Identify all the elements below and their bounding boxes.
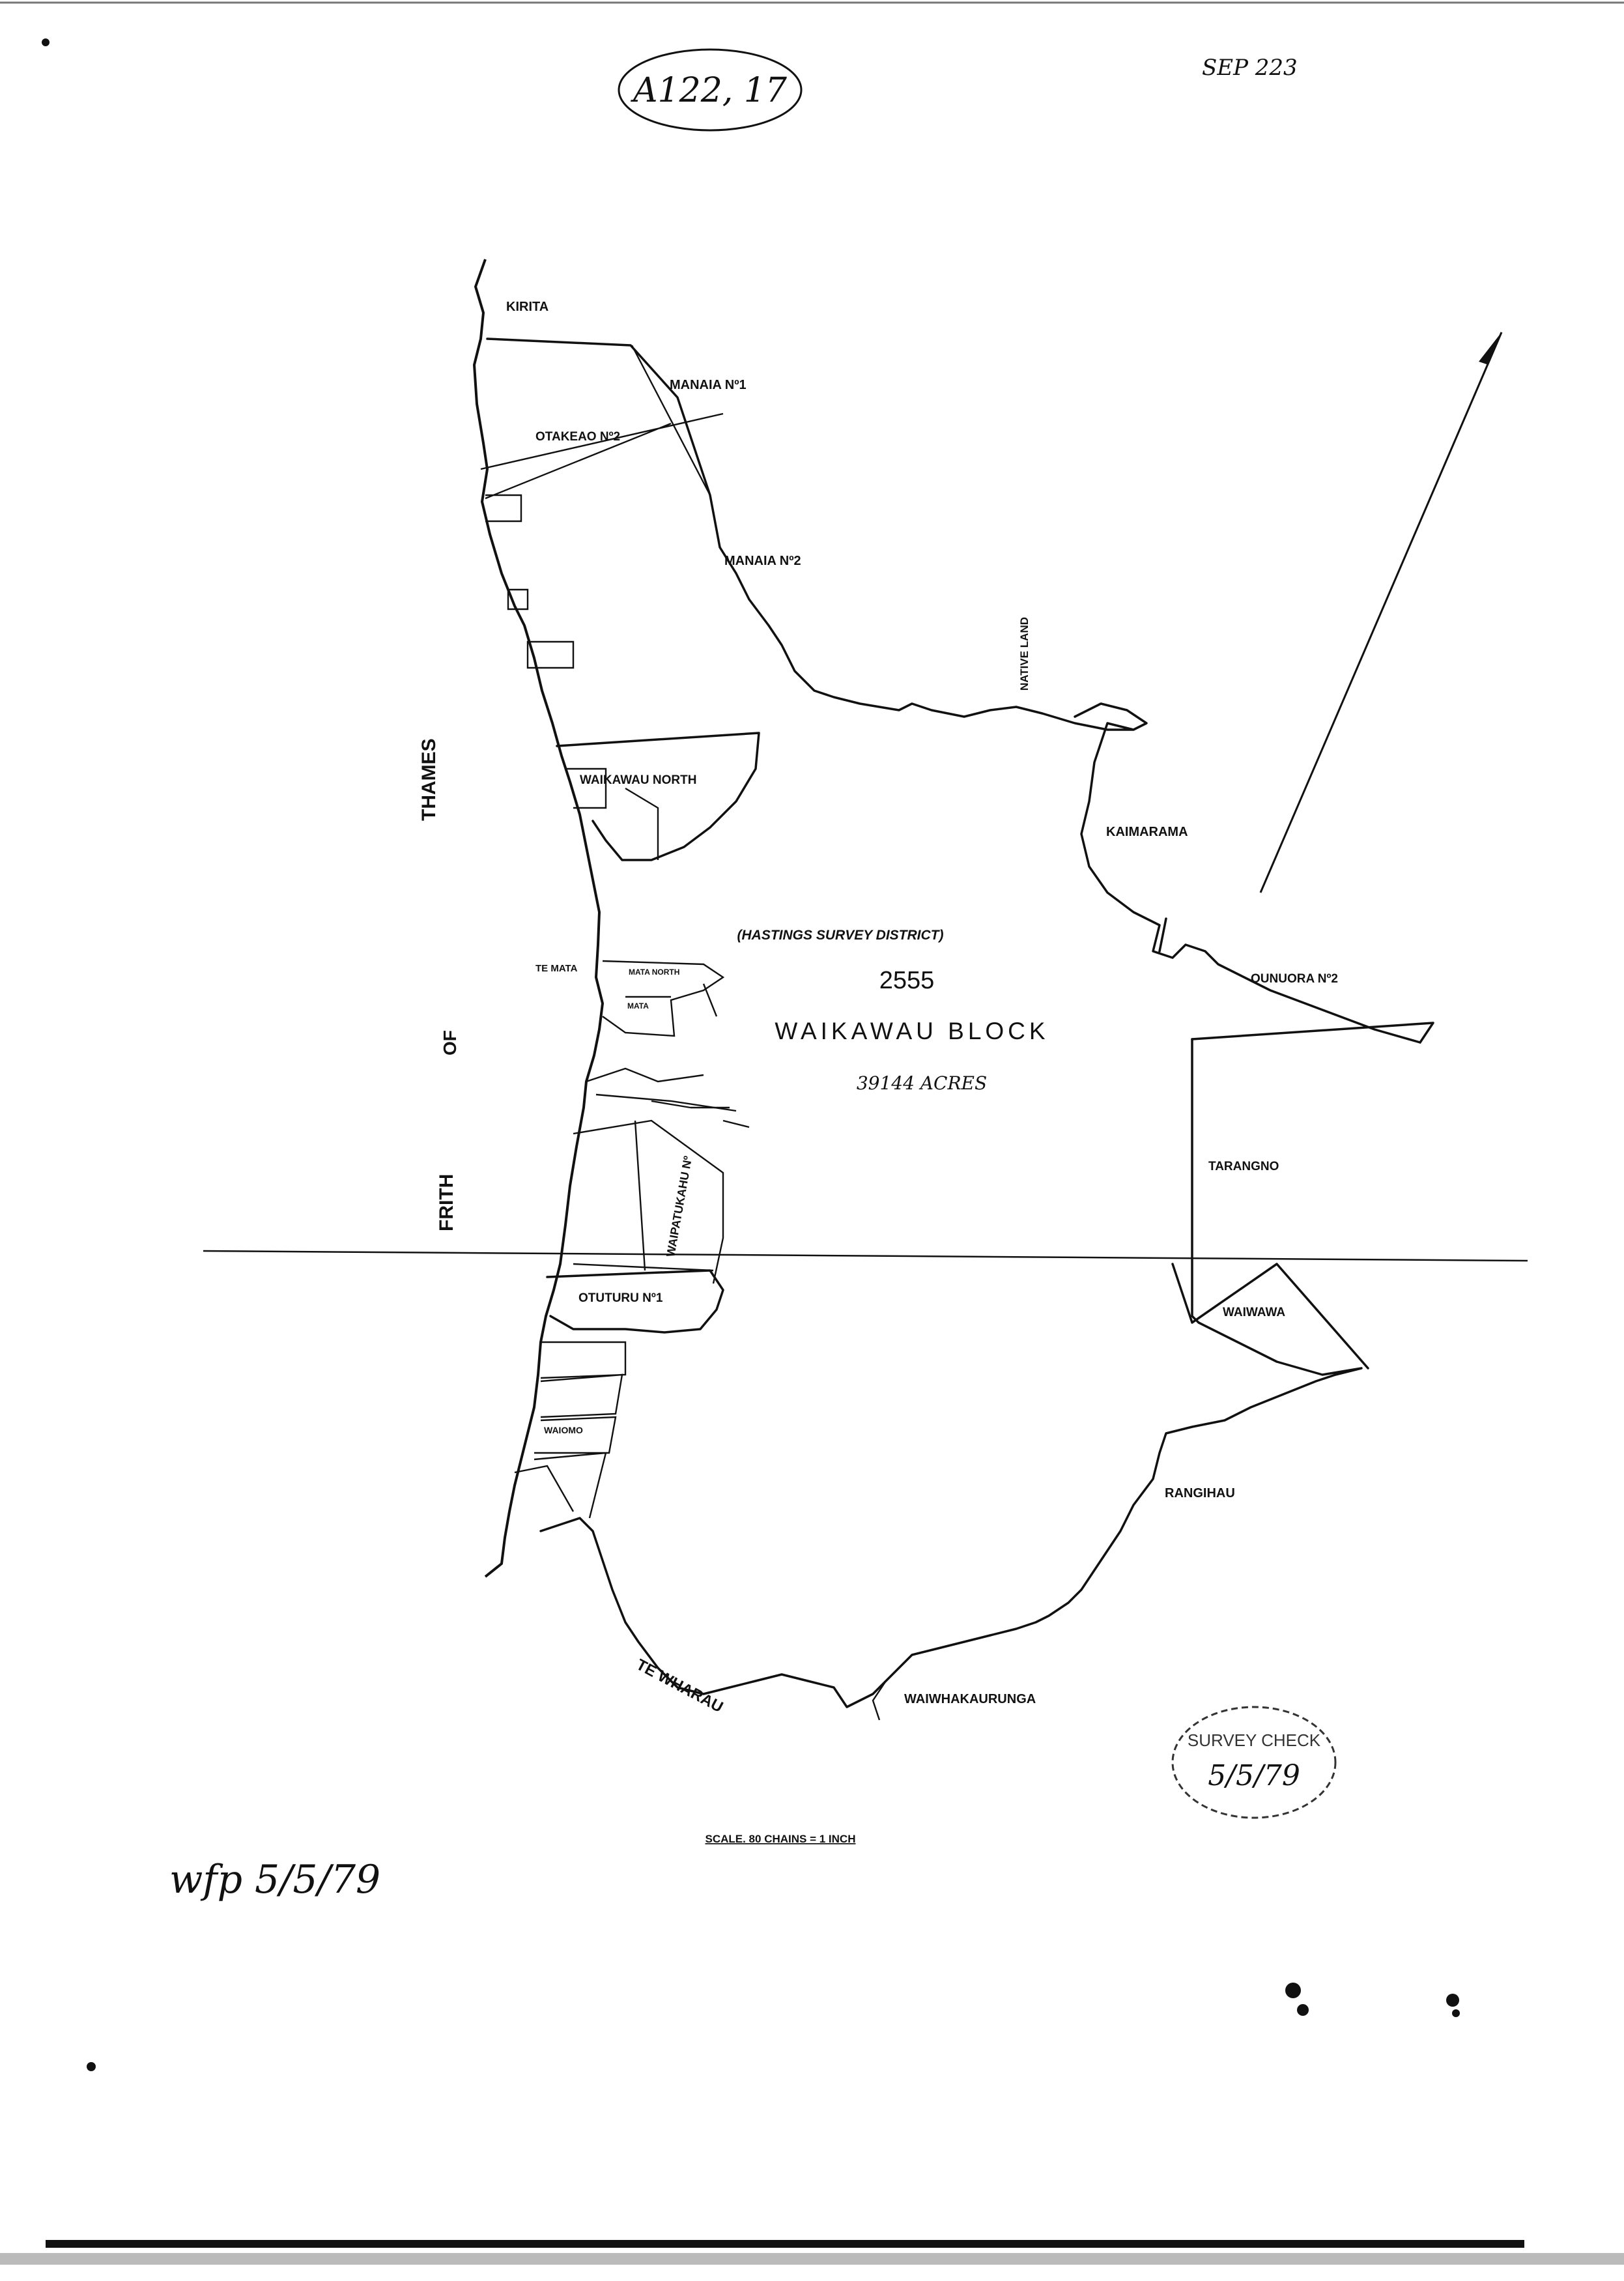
otakeao-lines <box>480 345 724 523</box>
label-te-mata: TE MATA <box>535 963 578 974</box>
block-name: WAIKAWAU BLOCK <box>775 1018 1049 1044</box>
label-waiwawa: WAIWAWA <box>1223 1306 1285 1319</box>
label-manaia-1: MANAIA Nº1 <box>670 378 747 392</box>
block-boundary <box>486 337 1421 1708</box>
survey-check-stamp: SURVEY CHECK 5/5/79 <box>1171 1706 1337 1819</box>
ounuora-boundary <box>1158 917 1434 1044</box>
district-label: (HASTINGS SURVEY DISTRICT) <box>737 928 944 943</box>
stamp-code: SEP 223 <box>1202 55 1298 81</box>
label-ounuora-2: OUNUORA Nº2 <box>1251 972 1338 986</box>
label-otakeao-2: OTAKEAO Nº2 <box>535 430 620 444</box>
stamp-date: 5/5/79 <box>1208 1759 1300 1792</box>
label-te-wharau: TE WHARAU <box>633 1656 726 1716</box>
sea-word-thames: THAMES <box>418 738 440 821</box>
label-native-land: NATIVE LAND <box>1018 617 1031 691</box>
scan-noise-strip <box>0 2253 1624 2265</box>
waikawau-small-lot <box>567 768 607 809</box>
label-waiomo: WAIOMO <box>544 1425 583 1435</box>
label-manaia-2: MANAIA Nº2 <box>724 554 801 568</box>
stream-lines <box>625 787 750 1128</box>
south-fragment <box>872 1680 887 1721</box>
label-waiwhakaurunga: WAIWHAKAURUNGA <box>904 1692 1036 1706</box>
fold-line <box>203 1250 1528 1262</box>
label-mata-north: MATA NORTH <box>629 968 679 977</box>
sea-word-of: OF <box>440 1030 460 1055</box>
otuturu-boundary <box>546 1269 724 1334</box>
north-arrow <box>1259 332 1503 893</box>
waiomo-lots <box>514 1341 627 1519</box>
coastline <box>473 259 604 1578</box>
block-area: 39144 ACRES <box>857 1072 987 1094</box>
scale-label: SCALE. 80 CHAINS = 1 INCH <box>705 1833 856 1845</box>
label-waikawau-north: WAIKAWAU NORTH <box>580 773 696 787</box>
sea-word-frith: FRITH <box>436 1174 457 1231</box>
label-kaimarama: KAIMARAMA <box>1106 825 1188 839</box>
waikawau-north-boundary <box>556 732 760 861</box>
block-number: 2555 <box>879 967 935 994</box>
central-small-lots <box>586 1067 737 1112</box>
label-rangihau: RANGIHAU <box>1165 1486 1235 1500</box>
reference-number: A122, 17 <box>631 71 788 110</box>
small-lots-north <box>507 588 575 669</box>
waipatukahu-lot <box>573 1119 724 1284</box>
signature: wfp 5/5/79 <box>169 1857 380 1902</box>
label-otuturu-1: OTUTURU Nº1 <box>578 1291 663 1305</box>
scan-specks <box>42 38 1460 2071</box>
label-kirita: KIRITA <box>506 300 548 314</box>
waiwawa-boundary <box>1171 1263 1369 1370</box>
bottom-edge-bar <box>46 2240 1524 2248</box>
label-tarangno: TARANGNO <box>1208 1160 1279 1173</box>
label-waipatukahu: WAIPATUKAHU Nº <box>664 1155 694 1257</box>
stamp-text: SURVEY CHECK <box>1188 1730 1321 1750</box>
reference-oval: A122, 17 <box>618 48 803 132</box>
sea-label: THAMES OF FRITH <box>418 738 460 1231</box>
mata-lots <box>602 960 725 1037</box>
label-mata: MATA <box>627 1001 649 1011</box>
